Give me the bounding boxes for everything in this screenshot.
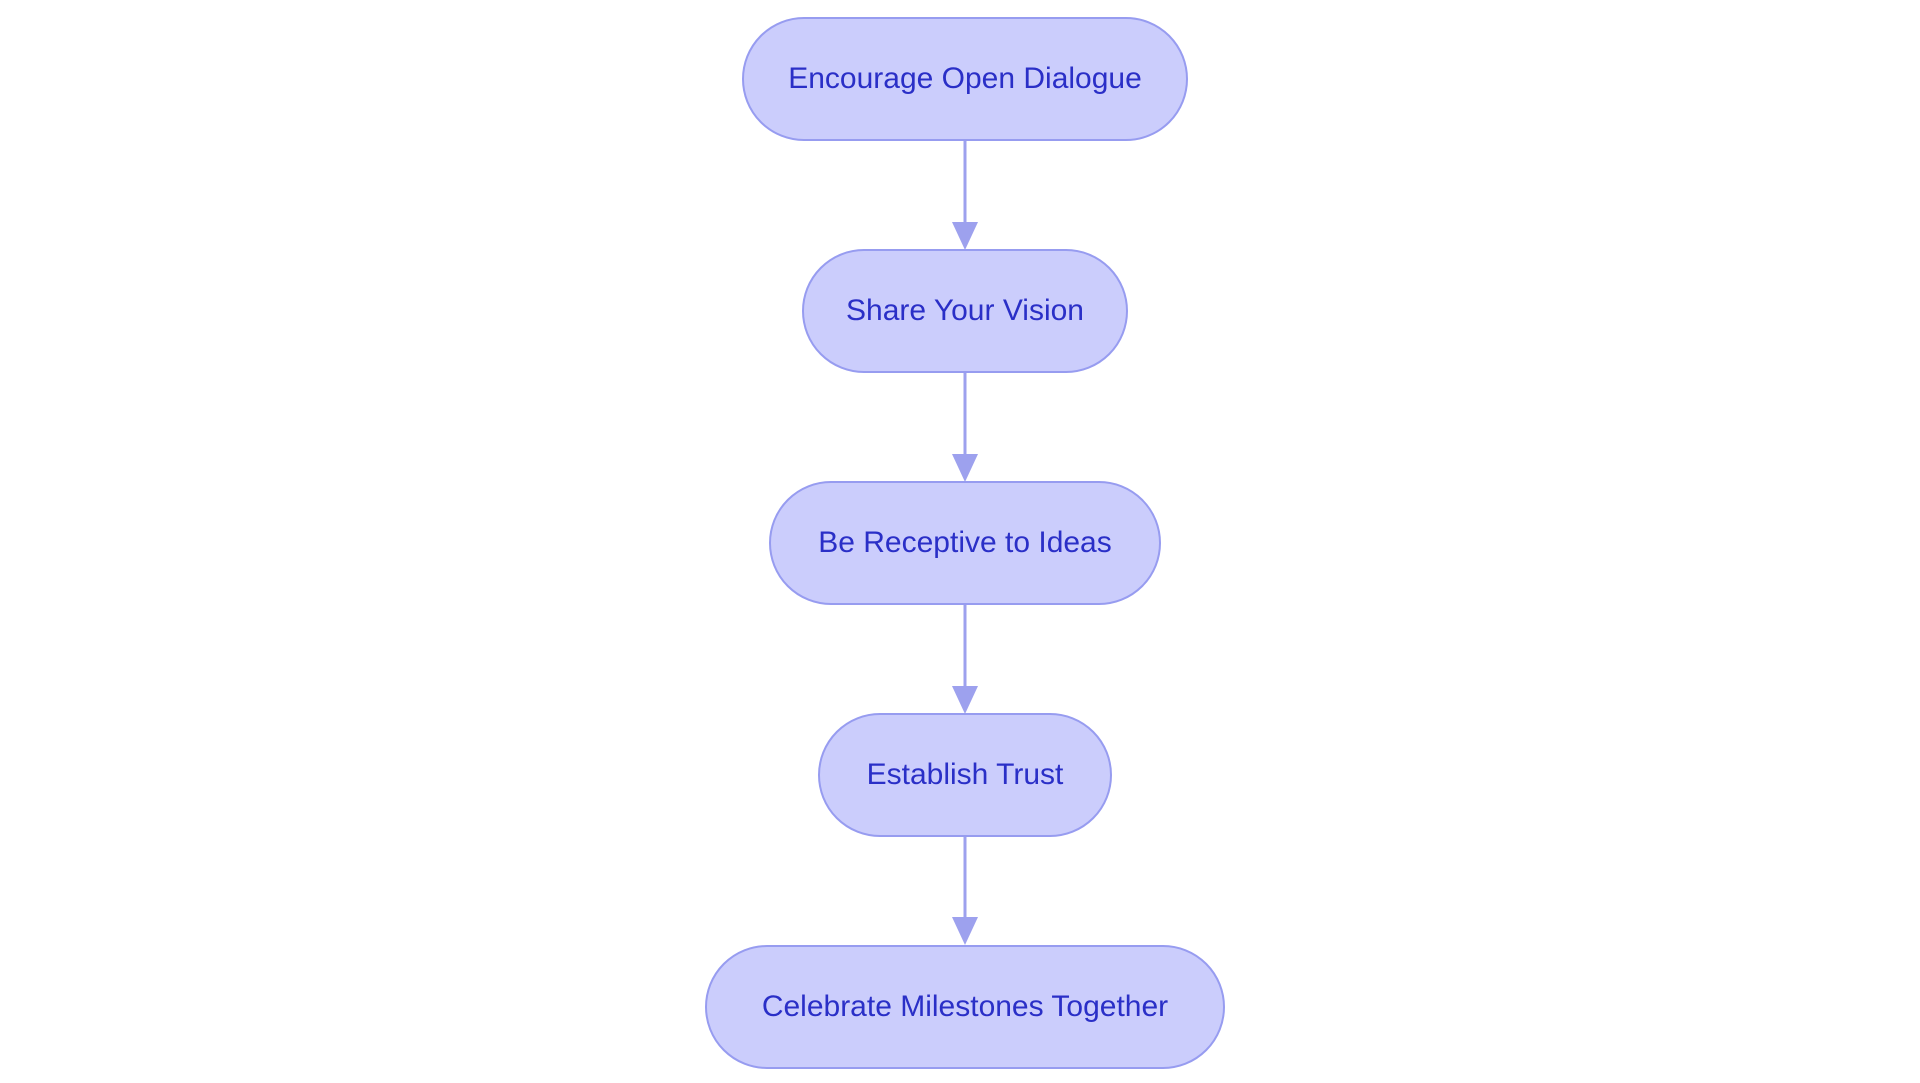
arrowhead-icon (952, 454, 978, 482)
node-label: Establish Trust (866, 758, 1064, 791)
arrowhead-icon (952, 222, 978, 250)
node-label: Encourage Open Dialogue (788, 62, 1142, 95)
node-label: Celebrate Milestones Together (761, 990, 1169, 1023)
node-celebrate-milestones-together[interactable]: Celebrate Milestones Together (705, 945, 1225, 1069)
edge-2 (952, 373, 978, 482)
edge-1 (952, 141, 978, 250)
arrowhead-icon (952, 917, 978, 945)
node-be-receptive-to-ideas[interactable]: Be Receptive to Ideas (769, 481, 1161, 605)
node-encourage-open-dialogue[interactable]: Encourage Open Dialogue (742, 17, 1188, 141)
node-share-your-vision[interactable]: Share Your Vision (802, 249, 1128, 373)
edge-3 (952, 605, 978, 714)
edge-4 (952, 836, 978, 945)
node-label: Be Receptive to Ideas (818, 526, 1112, 559)
node-label: Share Your Vision (846, 294, 1084, 327)
arrowhead-icon (952, 686, 978, 714)
node-establish-trust[interactable]: Establish Trust (818, 713, 1112, 837)
